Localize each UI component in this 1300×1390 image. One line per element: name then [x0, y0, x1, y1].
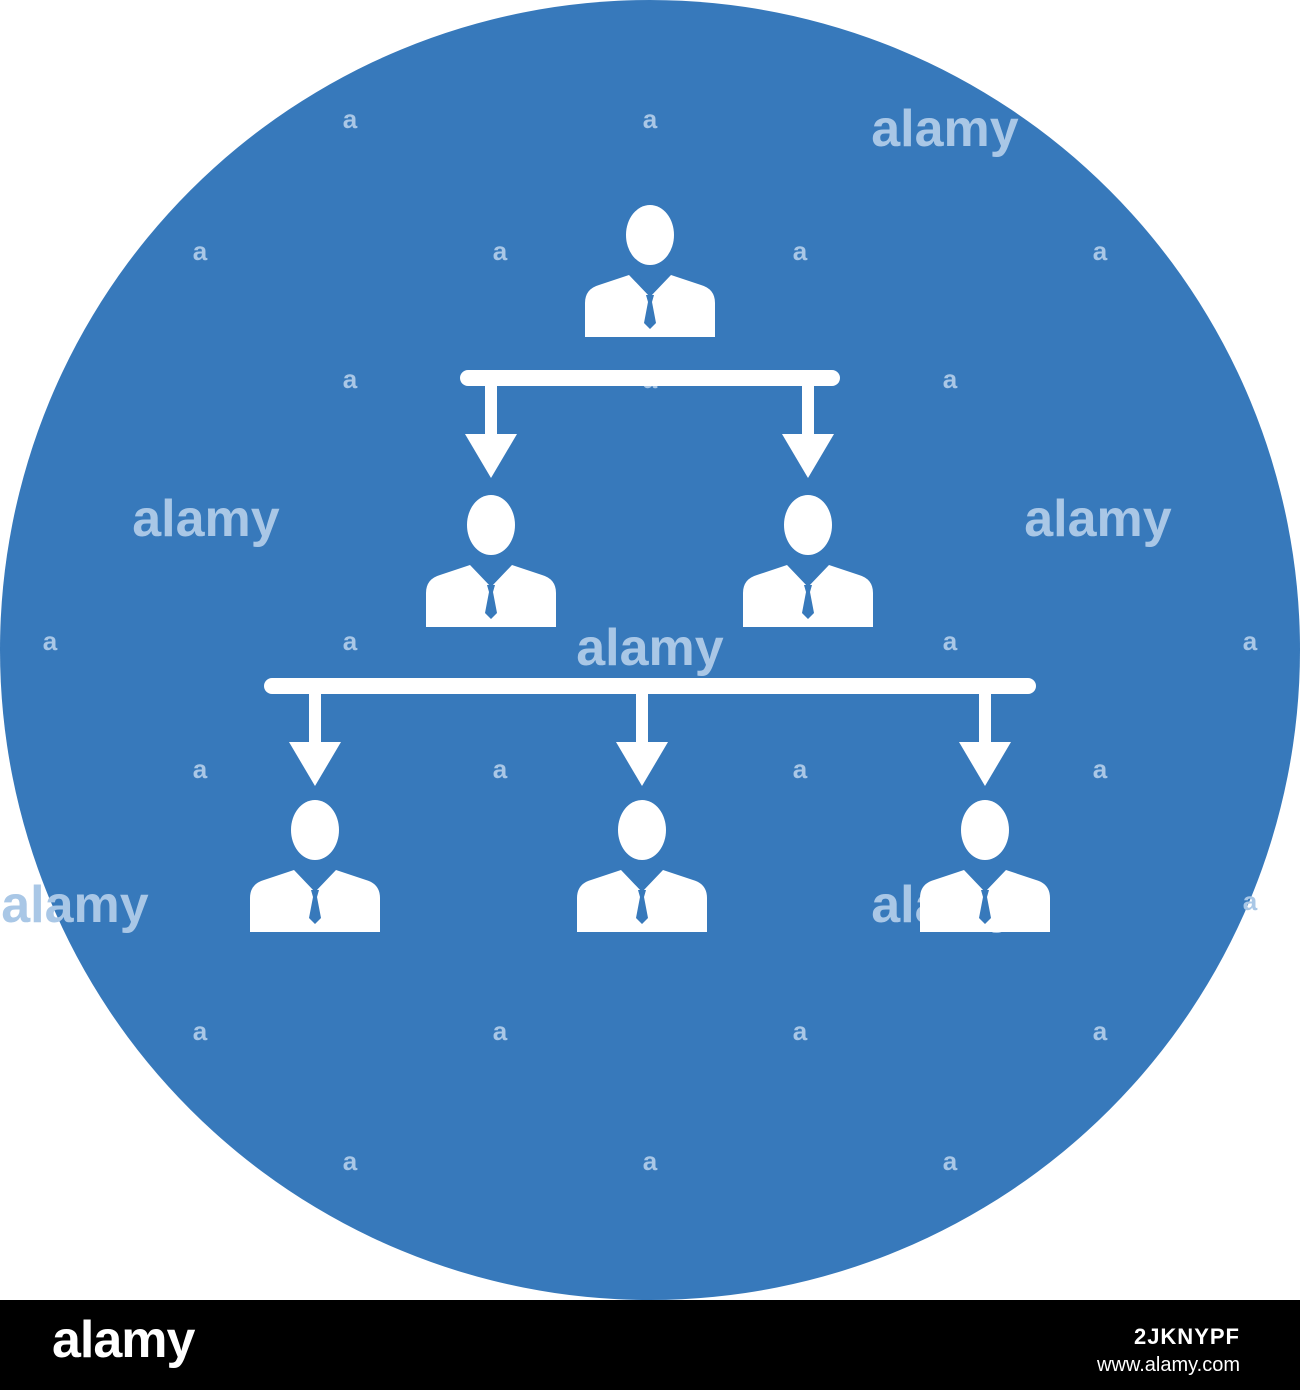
watermark-mark: a	[193, 1016, 208, 1046]
watermark-logo: alamy	[871, 100, 1019, 158]
watermark-mark: a	[1093, 1016, 1108, 1046]
person-icon	[426, 495, 556, 627]
person-icon	[585, 205, 715, 337]
arrow-shaft	[979, 686, 991, 746]
watermark-mark: a	[1243, 626, 1258, 656]
watermark-mark: a	[193, 236, 208, 266]
arrow-shaft	[309, 686, 321, 746]
background-circle	[0, 0, 1300, 1300]
person-icon	[743, 495, 873, 627]
org-chart-diagram: aaaaaaaaaaaaaaaaaaaaaaaaaalamyalamyalamy…	[0, 0, 1300, 1300]
watermark-mark: a	[343, 626, 358, 656]
watermark-logo: alamy	[1, 876, 149, 934]
watermark-mark: a	[643, 1146, 658, 1176]
people	[250, 205, 1050, 932]
watermark-mark: a	[943, 364, 958, 394]
watermark-logo: alamy	[576, 619, 724, 677]
watermark-mark: a	[793, 236, 808, 266]
watermark-mark: a	[793, 1016, 808, 1046]
watermark-mark: a	[343, 1146, 358, 1176]
connectors	[264, 370, 1036, 786]
footer-logo: alamy	[52, 1311, 195, 1369]
arrow-down-icon	[782, 434, 834, 478]
watermark-mark: a	[943, 626, 958, 656]
watermark-mark: a	[1243, 886, 1258, 916]
watermark-mark: a	[1093, 236, 1108, 266]
watermark-mark: a	[493, 1016, 508, 1046]
watermark-mark: a	[343, 104, 358, 134]
person-icon	[920, 800, 1050, 932]
watermark-mark: a	[493, 754, 508, 784]
arrow-down-icon	[289, 742, 341, 786]
footer-url: www.alamy.com	[1097, 1354, 1240, 1376]
watermark-mark: a	[343, 364, 358, 394]
watermark-mark: a	[943, 1146, 958, 1176]
arrow-shaft	[485, 378, 497, 438]
watermark-logo: alamy	[132, 490, 280, 548]
footer-bar: alamy 2JKNYPF www.alamy.com	[0, 1300, 1300, 1390]
watermark-mark: a	[493, 236, 508, 266]
arrow-down-icon	[616, 742, 668, 786]
image-id: 2JKNYPF	[1133, 1324, 1240, 1349]
watermark-mark: a	[193, 754, 208, 784]
connector-bar	[460, 370, 840, 386]
arrow-down-icon	[959, 742, 1011, 786]
person-icon	[577, 800, 707, 932]
arrow-down-icon	[465, 434, 517, 478]
watermark-logo: alamy	[1024, 490, 1172, 548]
watermark-mark: a	[43, 626, 58, 656]
person-icon	[250, 800, 380, 932]
watermark-mark: a	[1093, 754, 1108, 784]
watermark-mark: a	[793, 754, 808, 784]
watermark-mark: a	[643, 104, 658, 134]
arrow-shaft	[636, 686, 648, 746]
arrow-shaft	[802, 378, 814, 438]
connector-bar	[264, 678, 1036, 694]
